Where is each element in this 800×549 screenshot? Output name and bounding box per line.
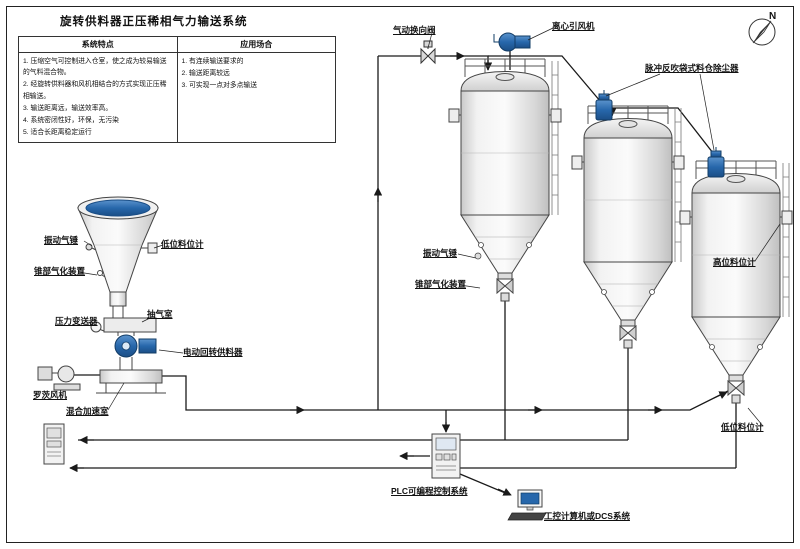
application-item: 1. 有连续输送要求的 — [181, 58, 244, 65]
label-high-level: 高位料位计 — [713, 257, 756, 267]
silo-3 — [679, 160, 793, 404]
centrifugal-fan-icon — [493, 32, 531, 52]
leader-lines — [77, 27, 781, 427]
label-roots-blower: 罗茨风机 — [33, 390, 68, 400]
compass-icon — [748, 18, 776, 46]
mixing-chamber-vessel — [96, 369, 166, 394]
compass-north-label: N — [769, 11, 777, 22]
label-vibration-hammer-left: 振动气锤 — [44, 235, 79, 245]
spec-applications-cell: 1. 有连续输送要求的 2. 输送距离较远 3. 可实现一点对多点输送 — [176, 51, 336, 144]
spec-features-cell: 1. 压缩空气可控制进入仓室，使之成为较易输送的气料混合物。 2. 经旋转供料器… — [18, 51, 178, 144]
computer-icon — [507, 489, 547, 521]
plc-cabinet-icon — [431, 433, 461, 479]
rotary-feeder-icon — [114, 332, 157, 370]
silo-1 — [448, 58, 562, 302]
label-low-level-right: 低位料位计 — [721, 422, 764, 432]
label-dust-collector: 脉冲反吹袋式料仓除尘器 — [645, 63, 739, 73]
feature-item: 5. 适合长距离稳定运行 — [23, 129, 92, 137]
pressure-transmitter-icon — [90, 321, 105, 333]
label-computer-system: 工控计算机或DCS系统 — [544, 511, 630, 521]
application-item: 3. 可实现一点对多点输送 — [181, 82, 258, 90]
label-extraction-chamber: 抽气室 — [147, 309, 173, 319]
feed-hopper — [77, 196, 159, 307]
label-cone-aeration-center: 锥部气化装置 — [415, 279, 467, 289]
label-mixing-chamber: 混合加速室 — [66, 406, 109, 416]
spec-table: 系统特点 应用场合 1. 压缩空气可控制进入仓室，使之成为较易输送的气料混合物。… — [18, 36, 336, 144]
silo-2 — [571, 105, 685, 349]
roots-blower-icon — [37, 365, 81, 391]
label-centrifugal-fan: 离心引风机 — [552, 21, 595, 31]
local-control-cabinet-icon — [43, 423, 65, 465]
feature-item: 2. 经旋转供料器和风机相结合的方式实现正压稀相输送。 — [23, 81, 167, 100]
label-cone-aeration-left: 锥部气化装置 — [34, 266, 86, 276]
label-pressure-transmitter: 压力变送器 — [55, 316, 98, 326]
label-vibration-hammer-center: 振动气锤 — [423, 248, 458, 258]
label-plc-system: PLC可编程控制系统 — [391, 486, 468, 496]
label-rotary-feeder: 电动回转供料器 — [183, 347, 243, 357]
feature-item: 4. 系统密闭性好，环保，无污染 — [23, 117, 119, 125]
dust-collector-icon — [707, 146, 725, 178]
feature-item: 3. 输送距离远，输送效率高。 — [23, 104, 113, 112]
diverter-valve-icon — [420, 40, 436, 65]
feature-item: 1. 压缩空气可控制进入仓室，使之成为较易输送的气料混合物。 — [23, 58, 167, 77]
application-item: 2. 输送距离较远 — [181, 70, 230, 78]
label-low-level-left: 低位料位计 — [161, 239, 204, 249]
pipes — [70, 51, 737, 496]
spec-header-applications: 应用场合 — [176, 36, 336, 53]
page-title: 旋转供料器正压稀相气力输送系统 — [60, 16, 248, 28]
label-pneumatic-diverter-valve: 气动换向阀 — [393, 25, 436, 35]
spec-header-features: 系统特点 — [18, 36, 178, 53]
